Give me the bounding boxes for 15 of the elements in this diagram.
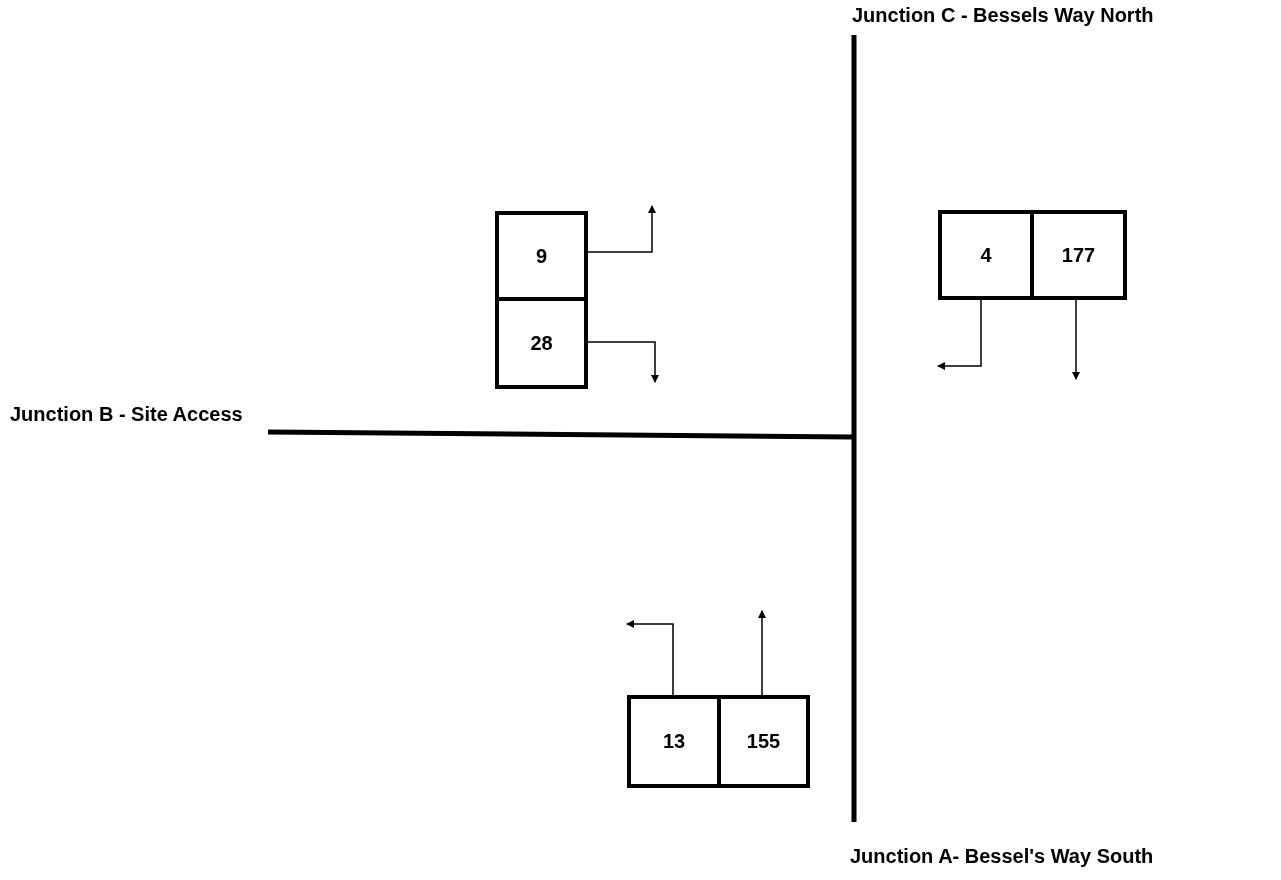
traffic-count: 9: [535, 244, 548, 268]
traffic-count: 177: [1061, 243, 1096, 267]
arrow: [937, 299, 982, 370]
traffic-count: 28: [530, 331, 553, 355]
arrow: [587, 341, 659, 383]
junction-label: Junction C - Bessels Way North: [852, 4, 1154, 27]
traffic-count: 155: [746, 730, 781, 753]
junction-label: Junction A- Bessel's Way South: [850, 845, 1154, 868]
arrow: [1072, 299, 1080, 380]
arrow: [758, 610, 766, 696]
junction-label: Junction B - Site Access: [10, 403, 243, 426]
traffic-count: 4: [980, 243, 992, 267]
arrow: [626, 620, 674, 696]
arrow: [587, 205, 656, 253]
traffic-count: 13: [662, 730, 686, 753]
